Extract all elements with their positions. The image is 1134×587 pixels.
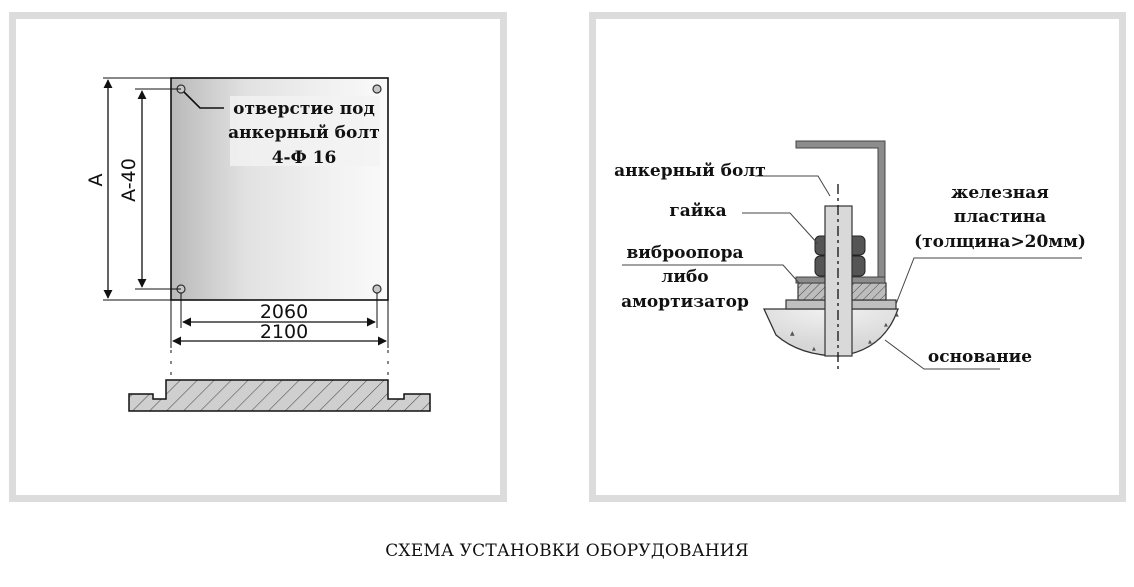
svg-text:пластина: пластина (954, 207, 1046, 227)
label-anchor-bolt: анкерный болт (614, 161, 766, 181)
svg-text:виброопора: виброопора (626, 243, 743, 263)
label-base: основание (928, 347, 1032, 367)
svg-text:железная: железная (951, 183, 1049, 203)
anchor-assembly: ▲ ▲ ▲ ▲ ▲ (762, 140, 899, 372)
svg-text:анкерный болт: анкерный болт (228, 123, 380, 143)
svg-text:▲: ▲ (790, 330, 795, 337)
diagram-caption: СХЕМА УСТАНОВКИ ОБОРУДОВАНИЯ (385, 541, 749, 561)
label-nut: гайка (669, 201, 726, 221)
svg-text:отверстие под: отверстие под (233, 99, 375, 119)
svg-text:амортизатор: амортизатор (621, 292, 749, 312)
svg-text:▲: ▲ (868, 339, 872, 345)
anchor-hole-bottom-right (372, 284, 382, 294)
label-iron-plate: железная пластина (толщина>20мм) (914, 183, 1086, 252)
foundation-section (128, 379, 431, 412)
svg-text:2100: 2100 (260, 321, 308, 343)
svg-text:▲: ▲ (895, 312, 899, 318)
svg-text:▲: ▲ (884, 322, 888, 328)
dimension-width-inner: 2060 (180, 293, 378, 328)
dimension-height-inner: A-40 (118, 88, 181, 290)
svg-text:либо: либо (661, 267, 708, 287)
label-vibration-support: виброопора либо амортизатор (621, 243, 749, 312)
svg-text:A: A (85, 174, 107, 187)
svg-text:2060: 2060 (260, 301, 308, 323)
hole-label: отверстие под анкерный болт 4-Ф 16 (228, 96, 380, 168)
svg-text:(толщина>20мм): (толщина>20мм) (914, 232, 1086, 252)
dimension-height-outer: A (85, 77, 171, 301)
svg-text:▲: ▲ (812, 346, 816, 352)
anchor-hole-top-right (372, 84, 382, 94)
dimension-width-outer: 2100 (170, 300, 389, 378)
svg-text:A-40: A-40 (118, 158, 140, 202)
svg-text:4-Ф 16: 4-Ф 16 (272, 148, 337, 168)
hole-leader-line (183, 91, 224, 109)
leader-lines (622, 175, 1082, 370)
